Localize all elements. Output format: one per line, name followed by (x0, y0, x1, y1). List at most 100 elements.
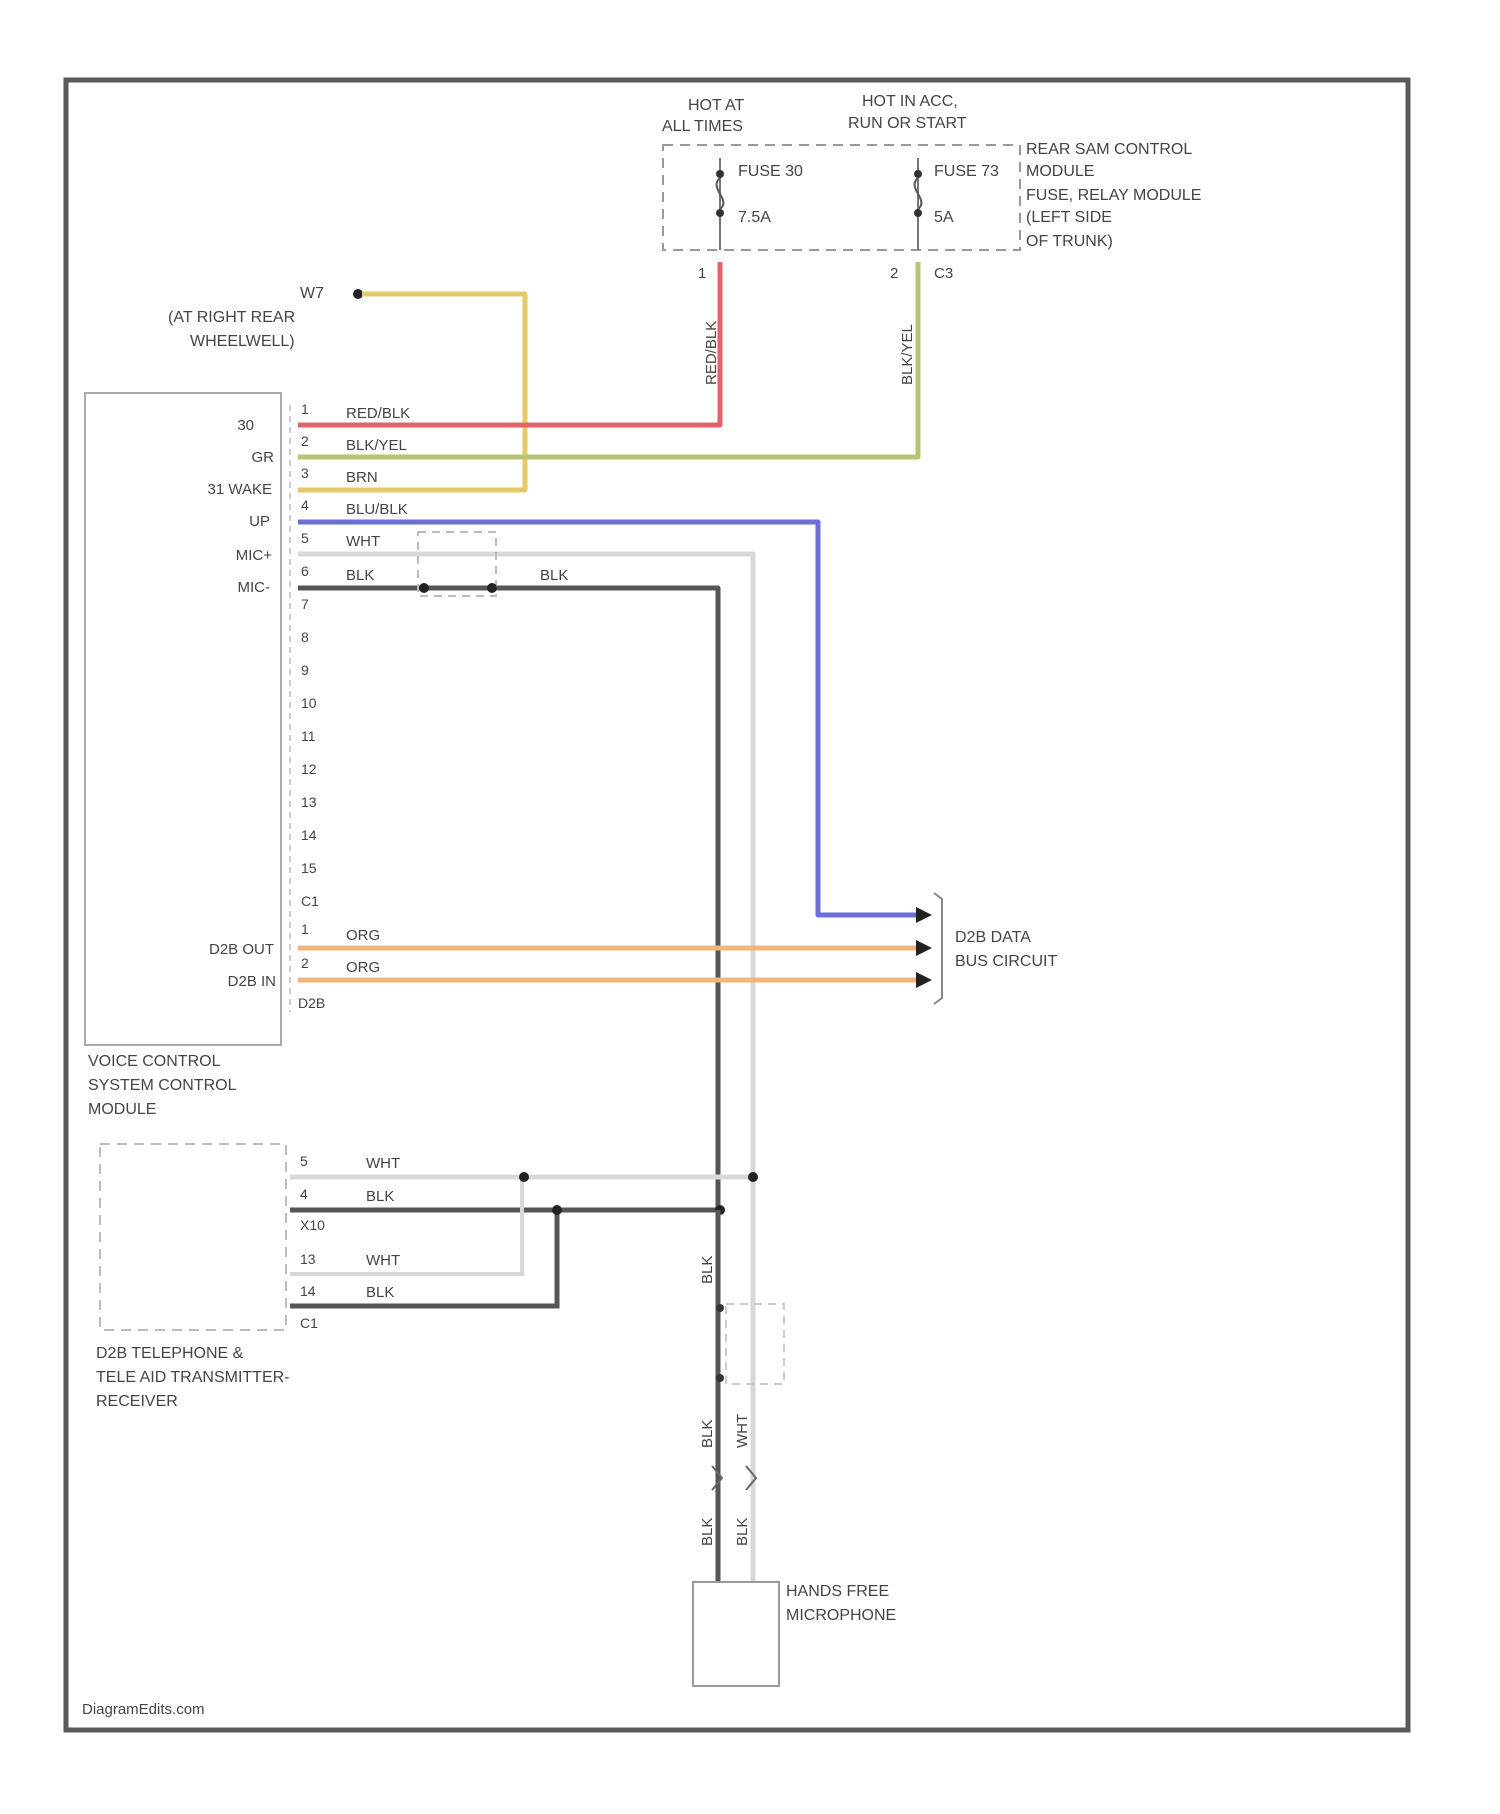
mic-junction-wht (748, 1172, 758, 1182)
wire-label-1: RED/BLK (346, 405, 410, 422)
tel-wire-label-4: BLK (366, 1284, 394, 1301)
telephone-module: 5 4 X10 13 14 C1 WHT BLK WHT BLK D2B TEL… (96, 1144, 758, 1410)
wire-blu-blk (298, 522, 920, 915)
d2b-bus: D2B DATA BUS CIRCUIT (916, 893, 1057, 1004)
fuse-left-terminal-bottom (716, 209, 724, 217)
fuse-desc-line4: (LEFT SIDE (1026, 209, 1112, 226)
vcs-d2b-in-label: D2B IN (228, 973, 276, 990)
tel-splice-blk (552, 1205, 562, 1215)
vcs-pin-3: 3 (301, 465, 309, 481)
vcs-pin-9: 9 (301, 662, 309, 678)
wire-label-3: BRN (346, 469, 378, 486)
tel-pin-14: 14 (300, 1283, 316, 1299)
vcs-module: 30 GR 31 WAKE UP MIC+ MIC- 1 2 3 4 5 6 7… (85, 393, 325, 1118)
fuse-left-rating: 7.5A (738, 209, 771, 226)
vcs-pin-label-mic-minus: MIC- (238, 579, 271, 596)
vcs-pin-5: 5 (301, 530, 309, 546)
vcs-d2b-out-label: D2B OUT (209, 941, 274, 958)
fuse-left-terminal-top (716, 170, 724, 178)
fuse-right-rating: 5A (934, 209, 954, 226)
fuse-desc-line2: MODULE (1026, 163, 1094, 180)
fuse-right-name: FUSE 73 (934, 163, 999, 180)
vcs-pin-label-gr: GR (252, 449, 275, 466)
hot-in-acc-line2: RUN OR START (848, 115, 967, 132)
tel-wire-label-3: WHT (366, 1252, 400, 1269)
tel-name-line1: D2B TELEPHONE & (96, 1345, 244, 1362)
vcs-pin-6: 6 (301, 563, 309, 579)
wire-mic-minus (298, 588, 718, 1210)
fuse-wire-label-left: RED/BLK (703, 321, 720, 385)
mic-splice-node-right (487, 583, 497, 593)
fuse-pin-left: 1 (698, 265, 706, 282)
wire-label-5: WHT (346, 533, 380, 550)
vcs-pin-2: 2 (301, 433, 309, 449)
wire-label-4: BLU/BLK (346, 501, 408, 518)
tel-pin-5: 5 (300, 1153, 308, 1169)
microphone-circuit: BLK BLK WHT BLK BLK HANDS FREE MICROPHON… (693, 1210, 896, 1686)
hot-in-acc-line1: HOT IN ACC, (862, 93, 958, 110)
fuse-connector: C3 (934, 265, 953, 282)
tel-pin-4: 4 (300, 1186, 308, 1202)
fuse-left-name: FUSE 30 (738, 163, 803, 180)
d2b-wire-label-1: ORG (346, 927, 380, 944)
tel-pin-13: 13 (300, 1251, 316, 1267)
ground-location-line2: WHEELWELL) (190, 333, 295, 350)
mic-name-line1: HANDS FREE (786, 1583, 889, 1600)
d2b-wire-label-2: ORG (346, 959, 380, 976)
telephone-outline (100, 1144, 286, 1330)
wire-label-2: BLK/YEL (346, 437, 407, 454)
vcs-pin-label-wake: 31 WAKE (208, 481, 272, 498)
mic-wire-label-lower-right: WHT (734, 1414, 751, 1448)
vcs-name-line2: SYSTEM CONTROL (88, 1077, 237, 1094)
vcs-pin-4: 4 (301, 497, 309, 513)
vcs-pin-label-30: 30 (237, 417, 254, 434)
vcs-name-line3: MODULE (88, 1101, 156, 1118)
vcs-d2b-connector: D2B (298, 995, 325, 1011)
vcs-d2b-pin-2: 2 (301, 955, 309, 971)
tel-wire-label-1: WHT (366, 1155, 400, 1172)
watermark: DiagramEdits.com (82, 1701, 205, 1718)
vcs-pin-8: 8 (301, 629, 309, 645)
fuse-pin-right: 2 (890, 265, 898, 282)
fuse-right-terminal-top (914, 170, 922, 178)
wire-blk-yel (298, 262, 918, 457)
vcs-pin-10: 10 (301, 695, 317, 711)
fuse-module-outline (663, 145, 1020, 250)
mic-wire-label-upper: BLK (699, 1256, 716, 1284)
tel-splice-wht (519, 1172, 529, 1182)
fuse-desc-line1: REAR SAM CONTROL (1026, 141, 1192, 158)
vcs-pin-15: 15 (301, 860, 317, 876)
tel-wire-blk-14 (290, 1210, 557, 1306)
d2b-arrow-1 (916, 907, 932, 923)
fuse-right-terminal-bottom (914, 209, 922, 217)
tel-connector-c1: C1 (300, 1315, 318, 1331)
mic-wire-label-lower-left: BLK (699, 1420, 716, 1448)
hot-at-all-times-line1: HOT AT (688, 97, 745, 114)
mic-node-upper (716, 1304, 724, 1312)
vcs-pin-12: 12 (301, 761, 317, 777)
vcs-pin-14: 14 (301, 827, 317, 843)
vcs-d2b-pin-1: 1 (301, 921, 309, 937)
d2b-bus-label-line2: BUS CIRCUIT (955, 953, 1057, 970)
vcs-connector-c1: C1 (301, 893, 319, 909)
ground-terminal (353, 289, 363, 299)
d2b-arrow-2 (916, 940, 932, 956)
vcs-pin-13: 13 (301, 794, 317, 810)
tel-name-line3: RECEIVER (96, 1393, 178, 1410)
vcs-pin-label-mic-plus: MIC+ (236, 547, 272, 564)
mic-node-lower (716, 1374, 724, 1382)
ground-id: W7 (300, 285, 324, 302)
mic-wire-label-bottom-left: BLK (699, 1518, 716, 1546)
vcs-pin-11: 11 (301, 728, 316, 744)
mic-wire-label-bottom-right: BLK (734, 1518, 751, 1546)
fuse-wire-label-right: BLK/YEL (899, 324, 916, 385)
mic-splice-wire-label: BLK (540, 567, 568, 584)
ground-location-line1: (AT RIGHT REAR (168, 309, 295, 326)
mic-name-line2: MICROPHONE (786, 1607, 896, 1624)
microphone-box (693, 1582, 779, 1686)
fuse-desc-line3: FUSE, RELAY MODULE (1026, 187, 1201, 204)
vcs-name-line1: VOICE CONTROL (88, 1053, 221, 1070)
ground-w7: W7 (AT RIGHT REAR WHEELWELL) (168, 285, 363, 350)
wire-label-6: BLK (346, 567, 374, 584)
tel-wire-label-2: BLK (366, 1188, 394, 1205)
